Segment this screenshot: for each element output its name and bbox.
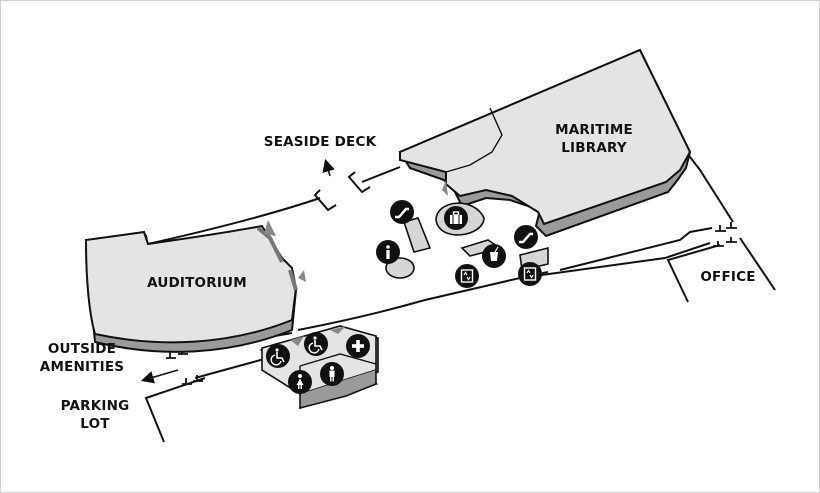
maritime-library-building bbox=[398, 48, 692, 238]
maritime-library-label-line2: LIBRARY bbox=[561, 140, 627, 156]
womens-restroom-icon bbox=[288, 370, 312, 394]
parking-lot-label: PARKING LOT bbox=[50, 397, 140, 433]
first-aid-icon bbox=[346, 334, 370, 358]
office-label: OFFICE bbox=[700, 269, 756, 285]
outside-amenities-label: OUTSIDE AMENITIES bbox=[32, 340, 132, 376]
outside-amenities-label-line2: AMENITIES bbox=[39, 359, 125, 375]
escalator-icon bbox=[514, 225, 538, 249]
elevator-icon bbox=[455, 264, 479, 288]
mens-restroom-icon bbox=[320, 362, 344, 386]
seaside-deck-arrow bbox=[322, 158, 335, 177]
maritime-library-label-line1: MARITIME bbox=[555, 122, 633, 138]
information-icon bbox=[376, 240, 400, 264]
seaside-deck-label: SEASIDE DECK bbox=[263, 134, 377, 150]
elevator-icon bbox=[518, 262, 542, 286]
outside-amenities-arrow bbox=[140, 369, 179, 384]
escalator-icon bbox=[390, 200, 414, 224]
direction-arrows bbox=[140, 158, 335, 384]
luggage-icon bbox=[444, 206, 468, 230]
drink-icon bbox=[482, 244, 506, 268]
auditorium-label: AUDITORIUM bbox=[147, 275, 247, 291]
wheelchair-icon bbox=[304, 332, 328, 356]
wheelchair-icon bbox=[266, 344, 290, 368]
auditorium-building bbox=[84, 220, 306, 353]
seaside-deck-doorway bbox=[313, 171, 371, 212]
outside-amenities-label-line1: OUTSIDE bbox=[47, 341, 117, 357]
parking-lot-label-line1: PARKING bbox=[60, 398, 130, 414]
parking-lot-label-line2: LOT bbox=[80, 416, 110, 432]
maritime-library-label: MARITIME LIBRARY bbox=[546, 121, 642, 157]
